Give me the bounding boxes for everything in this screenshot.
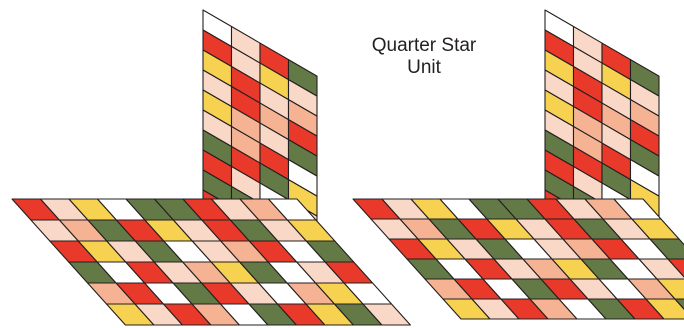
right-unit-flat-diamond (649, 238, 684, 260)
right-unit-flat-diamond (656, 278, 684, 300)
caption-line-2: Unit (407, 57, 441, 78)
right-quarter-star-unit (352, 9, 684, 320)
right-unit-flat-diamond (667, 258, 684, 278)
left-unit-flat-diamond (362, 303, 411, 326)
right-unit-flat-diamond (674, 298, 684, 310)
left-quarter-star-unit (11, 9, 411, 326)
quarter-star-unit-caption: Quarter Star Unit (358, 35, 490, 79)
right-unit-flat-diamond (645, 298, 684, 320)
caption-line-1: Quarter Star (371, 35, 477, 56)
right-unit-flat-diamond (638, 258, 684, 280)
